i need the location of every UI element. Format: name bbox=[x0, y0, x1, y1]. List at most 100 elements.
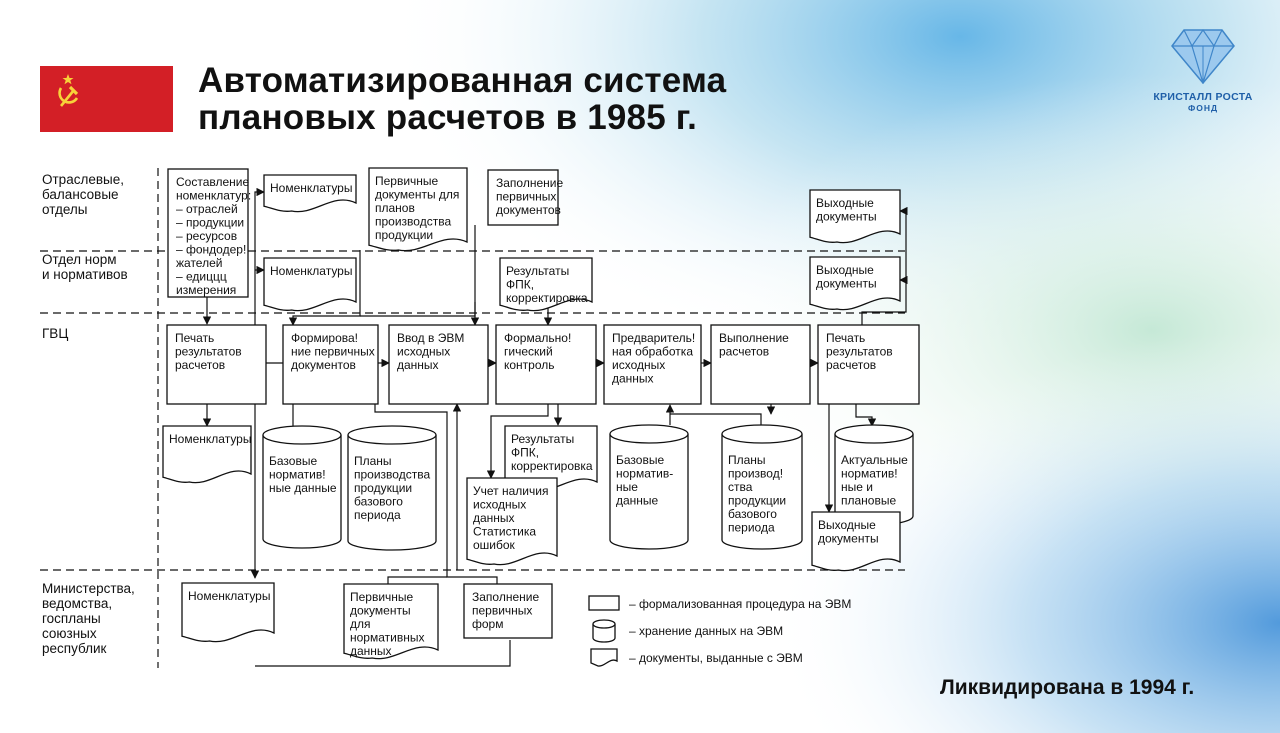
legend-item-procedure: – формализованная процедура на ЭВМ bbox=[588, 595, 851, 611]
procedure-formal-line: гический bbox=[504, 345, 553, 359]
storage-plany_proizv2-line: продукции bbox=[728, 494, 786, 508]
procedure-sostavlenie-line: номенклатур: bbox=[176, 189, 251, 203]
document-vyhod2-line: документы bbox=[816, 277, 877, 291]
procedure-pechat2-line: Печать bbox=[826, 331, 865, 345]
procedure-pechat1-line: результатов bbox=[175, 345, 242, 359]
storage-aktual-line: плановые bbox=[841, 494, 896, 508]
procedure-formirovanie-line: документов bbox=[291, 358, 356, 372]
document-perv_docs_norm-line: документы bbox=[350, 604, 411, 618]
procedure-sostavlenie-line: – ресурсов bbox=[176, 229, 237, 243]
document-rezult_fpk2-line: корректировка bbox=[511, 459, 593, 473]
storage-baz_norm1-line: норматив! bbox=[269, 468, 326, 482]
logo: КРИСТАЛЛ РОСТА ФОНД bbox=[1150, 28, 1256, 113]
procedure-zapolnenie1-line: Заполнение bbox=[496, 176, 563, 190]
document-uchet-line: исходных bbox=[473, 498, 526, 512]
document-perv_docs_plan-line: производства bbox=[375, 215, 451, 229]
document-vyhod3-line: документы bbox=[818, 532, 879, 546]
procedure-vvod-line: данных bbox=[397, 358, 439, 372]
procedure-formirovanie-line: Формирова! bbox=[291, 331, 358, 345]
flow-connector bbox=[360, 302, 476, 317]
legend-text: – хранение данных на ЭВМ bbox=[629, 624, 783, 638]
procedure-formal-line: контроль bbox=[504, 358, 555, 372]
department-label-2-line: Отдел норм bbox=[42, 252, 117, 267]
ussr-flag bbox=[40, 66, 173, 132]
flow-connector bbox=[374, 404, 498, 588]
storage-plany_proizv2: Планыпроизвод!ствапродукциибазовогоперио… bbox=[721, 424, 803, 550]
document-perv_docs_plan-line: продукции bbox=[375, 228, 433, 242]
storage-plany_proizv1-line: Планы bbox=[354, 454, 392, 468]
document-rezult_fpk1-line: корректировка bbox=[506, 291, 588, 305]
storage-baz_norm1-line: Базовые bbox=[269, 454, 317, 468]
document-perv_docs_plan-line: Первичные bbox=[375, 174, 439, 188]
document-vyhod2-line: Выходные bbox=[816, 263, 874, 277]
procedure-zapolnenie2-line: первичных bbox=[472, 604, 532, 618]
document-uchet-line: Статистика bbox=[473, 525, 536, 539]
procedure-formirovanie-line: ние первичных bbox=[291, 345, 375, 359]
procedure-sostavlenie-line: жателей bbox=[176, 256, 222, 270]
department-label-3-line: ГВЦ bbox=[42, 326, 68, 341]
legend-item-document: – документы, выданные с ЭВМ bbox=[590, 648, 803, 667]
flow-connector bbox=[288, 250, 361, 326]
storage-baz_norm2-line: Базовые bbox=[616, 453, 664, 467]
department-label-3: ГВЦ bbox=[42, 326, 68, 341]
document-perv_docs_plan-line: документы для bbox=[375, 188, 459, 202]
flow-connector bbox=[670, 413, 762, 425]
legend-text: – формализованная процедура на ЭВМ bbox=[629, 597, 851, 611]
document-vyhod1-line: Выходные bbox=[816, 196, 874, 210]
document-nomenkl4-line: Номенклатуры bbox=[188, 589, 270, 603]
document-perv_docs_norm-line: для bbox=[350, 617, 371, 631]
storage-baz_norm2-line: данные bbox=[616, 494, 659, 508]
document-nomenkl1: Номенклатуры bbox=[263, 174, 357, 213]
document-rezult_fpk1-line: ФПК, bbox=[506, 278, 534, 292]
department-label-1-line: отделы bbox=[42, 202, 87, 217]
flow-connector bbox=[254, 187, 265, 296]
department-label-4-line: союзных bbox=[42, 626, 97, 641]
document-uchet-line: данных bbox=[473, 511, 515, 525]
flow-connector bbox=[387, 576, 447, 586]
legend-text: – документы, выданные с ЭВМ bbox=[629, 651, 803, 665]
procedure-sostavlenie-line: – отраслей bbox=[176, 202, 238, 216]
storage-plany_proizv2-line: базового bbox=[728, 507, 777, 521]
procedure-sostavlenie-line: – фондодер! bbox=[176, 243, 246, 257]
procedure-vvod-line: Ввод в ЭВМ bbox=[397, 331, 464, 345]
procedure-zapolnenie1-line: документов bbox=[496, 203, 561, 217]
document-nomenkl2: Номенклатуры bbox=[263, 257, 357, 312]
department-label-4: Министерства,ведомства,госпланысоюзныхре… bbox=[42, 581, 135, 656]
storage-plany_proizv2-line: ства bbox=[728, 480, 753, 494]
flow-connector bbox=[861, 206, 908, 325]
logo-brand: КРИСТАЛЛ РОСТА bbox=[1153, 91, 1253, 103]
hammer-sickle-icon bbox=[58, 74, 79, 107]
procedure-sostavlenie-line: Составление bbox=[176, 175, 249, 189]
document-nomenkl3-line: Номенклатуры bbox=[169, 432, 251, 446]
procedure-formal-line: Формально! bbox=[504, 331, 571, 345]
document-vyhod1-line: документы bbox=[816, 210, 877, 224]
document-rezult_fpk1-line: Результаты bbox=[506, 264, 569, 278]
legend-item-storage: – хранение данных на ЭВМ bbox=[592, 619, 783, 643]
document-perv_docs_norm-line: данных bbox=[350, 644, 392, 658]
legend: – формализованная процедура на ЭВМ – хран… bbox=[588, 595, 851, 667]
storage-plany_proizv1: Планыпроизводствапродукциибазовогопериод… bbox=[347, 425, 437, 551]
document-perv_docs_norm-line: нормативных bbox=[350, 631, 424, 645]
department-label-1-line: Отраслевые, bbox=[42, 172, 124, 187]
procedure-sostavlenie-line: – едиццц bbox=[176, 270, 227, 284]
procedure-pechat2-line: расчетов bbox=[826, 358, 876, 372]
storage-baz_norm1-line: ные данные bbox=[269, 481, 337, 495]
diamond-icon bbox=[1171, 28, 1235, 86]
document-perv_docs_norm-line: Первичные bbox=[350, 590, 414, 604]
